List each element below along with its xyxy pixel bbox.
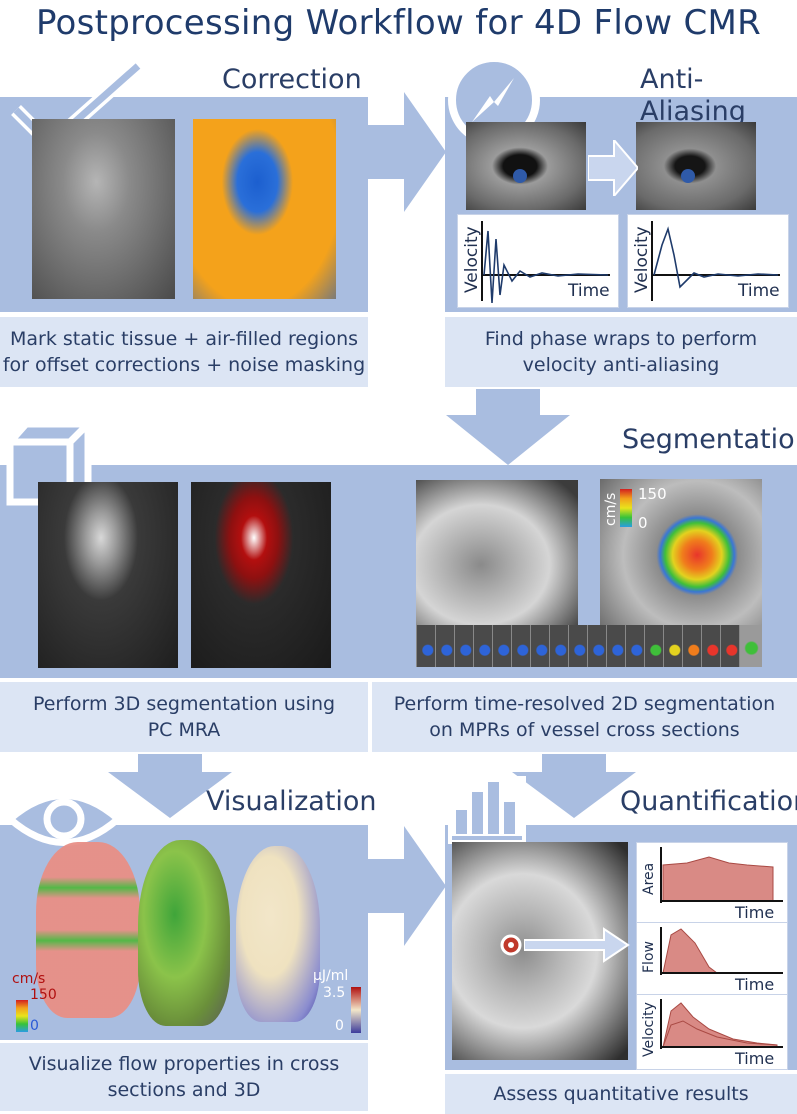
- pc-mra-image: [38, 482, 178, 668]
- visualization-energy-unit: μJ/ml: [313, 968, 349, 984]
- unwrapped-marker-dot: [681, 169, 695, 183]
- segmentation-left-caption-line1: Perform 3D segmentation using: [32, 693, 336, 715]
- arrow-segmentation-to-visualization: [108, 754, 232, 818]
- visualization-title: Visualization: [206, 786, 377, 817]
- visualization-energy-colorbar: [351, 987, 361, 1033]
- arrow-to-quantitative-plots: [524, 927, 630, 963]
- area-plot: Area Time: [636, 842, 788, 924]
- aliased-phase-image: [466, 122, 586, 210]
- velocity-plot-curve: [660, 999, 783, 1049]
- unwrapped-velocity-curve: [651, 221, 780, 301]
- antialiasing-caption-line1: Find phase wraps to perform: [484, 328, 758, 350]
- velocity-plot-y-label: Velocity: [641, 1002, 657, 1057]
- flow-plot: Flow Time: [636, 922, 788, 996]
- velocity-plot-x-label: Time: [735, 1049, 775, 1068]
- phase-contrast-image: [32, 119, 175, 299]
- visualization-energy-min: 0: [335, 1018, 344, 1034]
- energy-loss-3d-image: [236, 846, 320, 1022]
- segmentation-right-caption-line1: Perform time-resolved 2D segmentation: [393, 693, 776, 715]
- correction-caption: Mark static tissue + air-filled regions …: [0, 317, 368, 387]
- aliased-marker-dot: [513, 169, 527, 183]
- static-tissue-mask-image: [193, 119, 336, 299]
- velocity-plot: Velocity Time: [636, 994, 788, 1070]
- bar-chart-icon: [448, 776, 526, 844]
- visualization-velocity-min: 0: [30, 1018, 39, 1034]
- aliased-velocity-curve: [481, 221, 610, 304]
- visualization-velocity-colorbar: [16, 1000, 28, 1032]
- segmentation-left-caption-line2: PC MRA: [147, 719, 221, 741]
- segmentation-colorbar-min: 0: [638, 514, 648, 532]
- quantification-title: Quantification: [620, 786, 797, 817]
- streamlines-3d-image: [138, 840, 230, 1026]
- arrow-segmentation-to-quantification: [512, 754, 636, 818]
- unwrapped-velocity-y-label: Velocity: [632, 226, 652, 293]
- antialiasing-caption: Find phase wraps to perform velocity ant…: [445, 317, 797, 387]
- visualization-energy-max: 3.5: [323, 985, 346, 1001]
- segmentation-colorbar-max: 150: [638, 485, 667, 503]
- velocity-cross-sections-image: [36, 842, 140, 1018]
- segmentation-right-caption: Perform time-resolved 2D segmentation on…: [372, 682, 797, 752]
- correction-title: Correction: [222, 64, 362, 95]
- segmentation-right-caption-line2: on MPRs of vessel cross sections: [429, 719, 740, 741]
- correction-caption-line1: Mark static tissue + air-filled regions: [9, 328, 359, 350]
- unwrapped-velocity-x-label: Time: [738, 281, 780, 301]
- arrow-antialiasing-to-segmentation: [446, 389, 570, 465]
- segmentation-title: Segmentation: [622, 424, 797, 455]
- arrow-correction-to-antialiasing: [368, 92, 446, 212]
- visualization-caption-line2: sections and 3D: [107, 1079, 261, 1101]
- 3d-segmentation-image: [191, 482, 331, 668]
- flow-plot-y-label: Flow: [641, 941, 657, 973]
- area-plot-x-label: Time: [735, 903, 775, 922]
- time-resolved-strip: [416, 625, 762, 667]
- arrow-visualization-to-quantification: [368, 826, 446, 946]
- velocity-colorbar: [620, 489, 632, 527]
- measurement-plane-marker: [500, 934, 522, 956]
- antialiasing-title: Anti-Aliasing: [640, 64, 746, 127]
- page-title: Postprocessing Workflow for 4D Flow CMR: [35, 3, 762, 43]
- area-plot-y-label: Area: [641, 862, 657, 895]
- segmentation-colorbar-unit: cm/s: [603, 492, 619, 526]
- unwrapped-velocity-plot: Velocity Time: [627, 214, 789, 308]
- flow-plot-curve: [660, 927, 783, 975]
- arrow-antialiasing-step: [588, 140, 638, 196]
- aliased-velocity-x-label: Time: [568, 281, 610, 301]
- visualization-velocity-max: 150: [30, 987, 57, 1003]
- unwrapped-phase-image: [636, 122, 756, 210]
- visualization-caption: Visualize flow properties in cross secti…: [0, 1043, 368, 1111]
- mpr-slice-image: [416, 480, 578, 634]
- visualization-caption-line1: Visualize flow properties in cross: [28, 1053, 340, 1075]
- quantification-caption: Assess quantitative results: [445, 1074, 797, 1114]
- compass-icon: [448, 54, 540, 146]
- quantification-caption-text: Assess quantitative results: [493, 1083, 749, 1105]
- flow-plot-x-label: Time: [735, 975, 775, 994]
- segmentation-left-caption: Perform 3D segmentation using PC MRA: [0, 682, 368, 752]
- correction-caption-line2: for offset corrections + noise masking: [2, 354, 366, 376]
- antialiasing-caption-line2: velocity anti-aliasing: [522, 354, 720, 376]
- eye-icon: [6, 792, 122, 846]
- aliased-velocity-plot: Velocity Time: [457, 214, 619, 308]
- area-plot-curve: [660, 847, 783, 903]
- aliased-velocity-y-label: Velocity: [462, 226, 482, 293]
- visualization-velocity-unit: cm/s: [12, 971, 46, 987]
